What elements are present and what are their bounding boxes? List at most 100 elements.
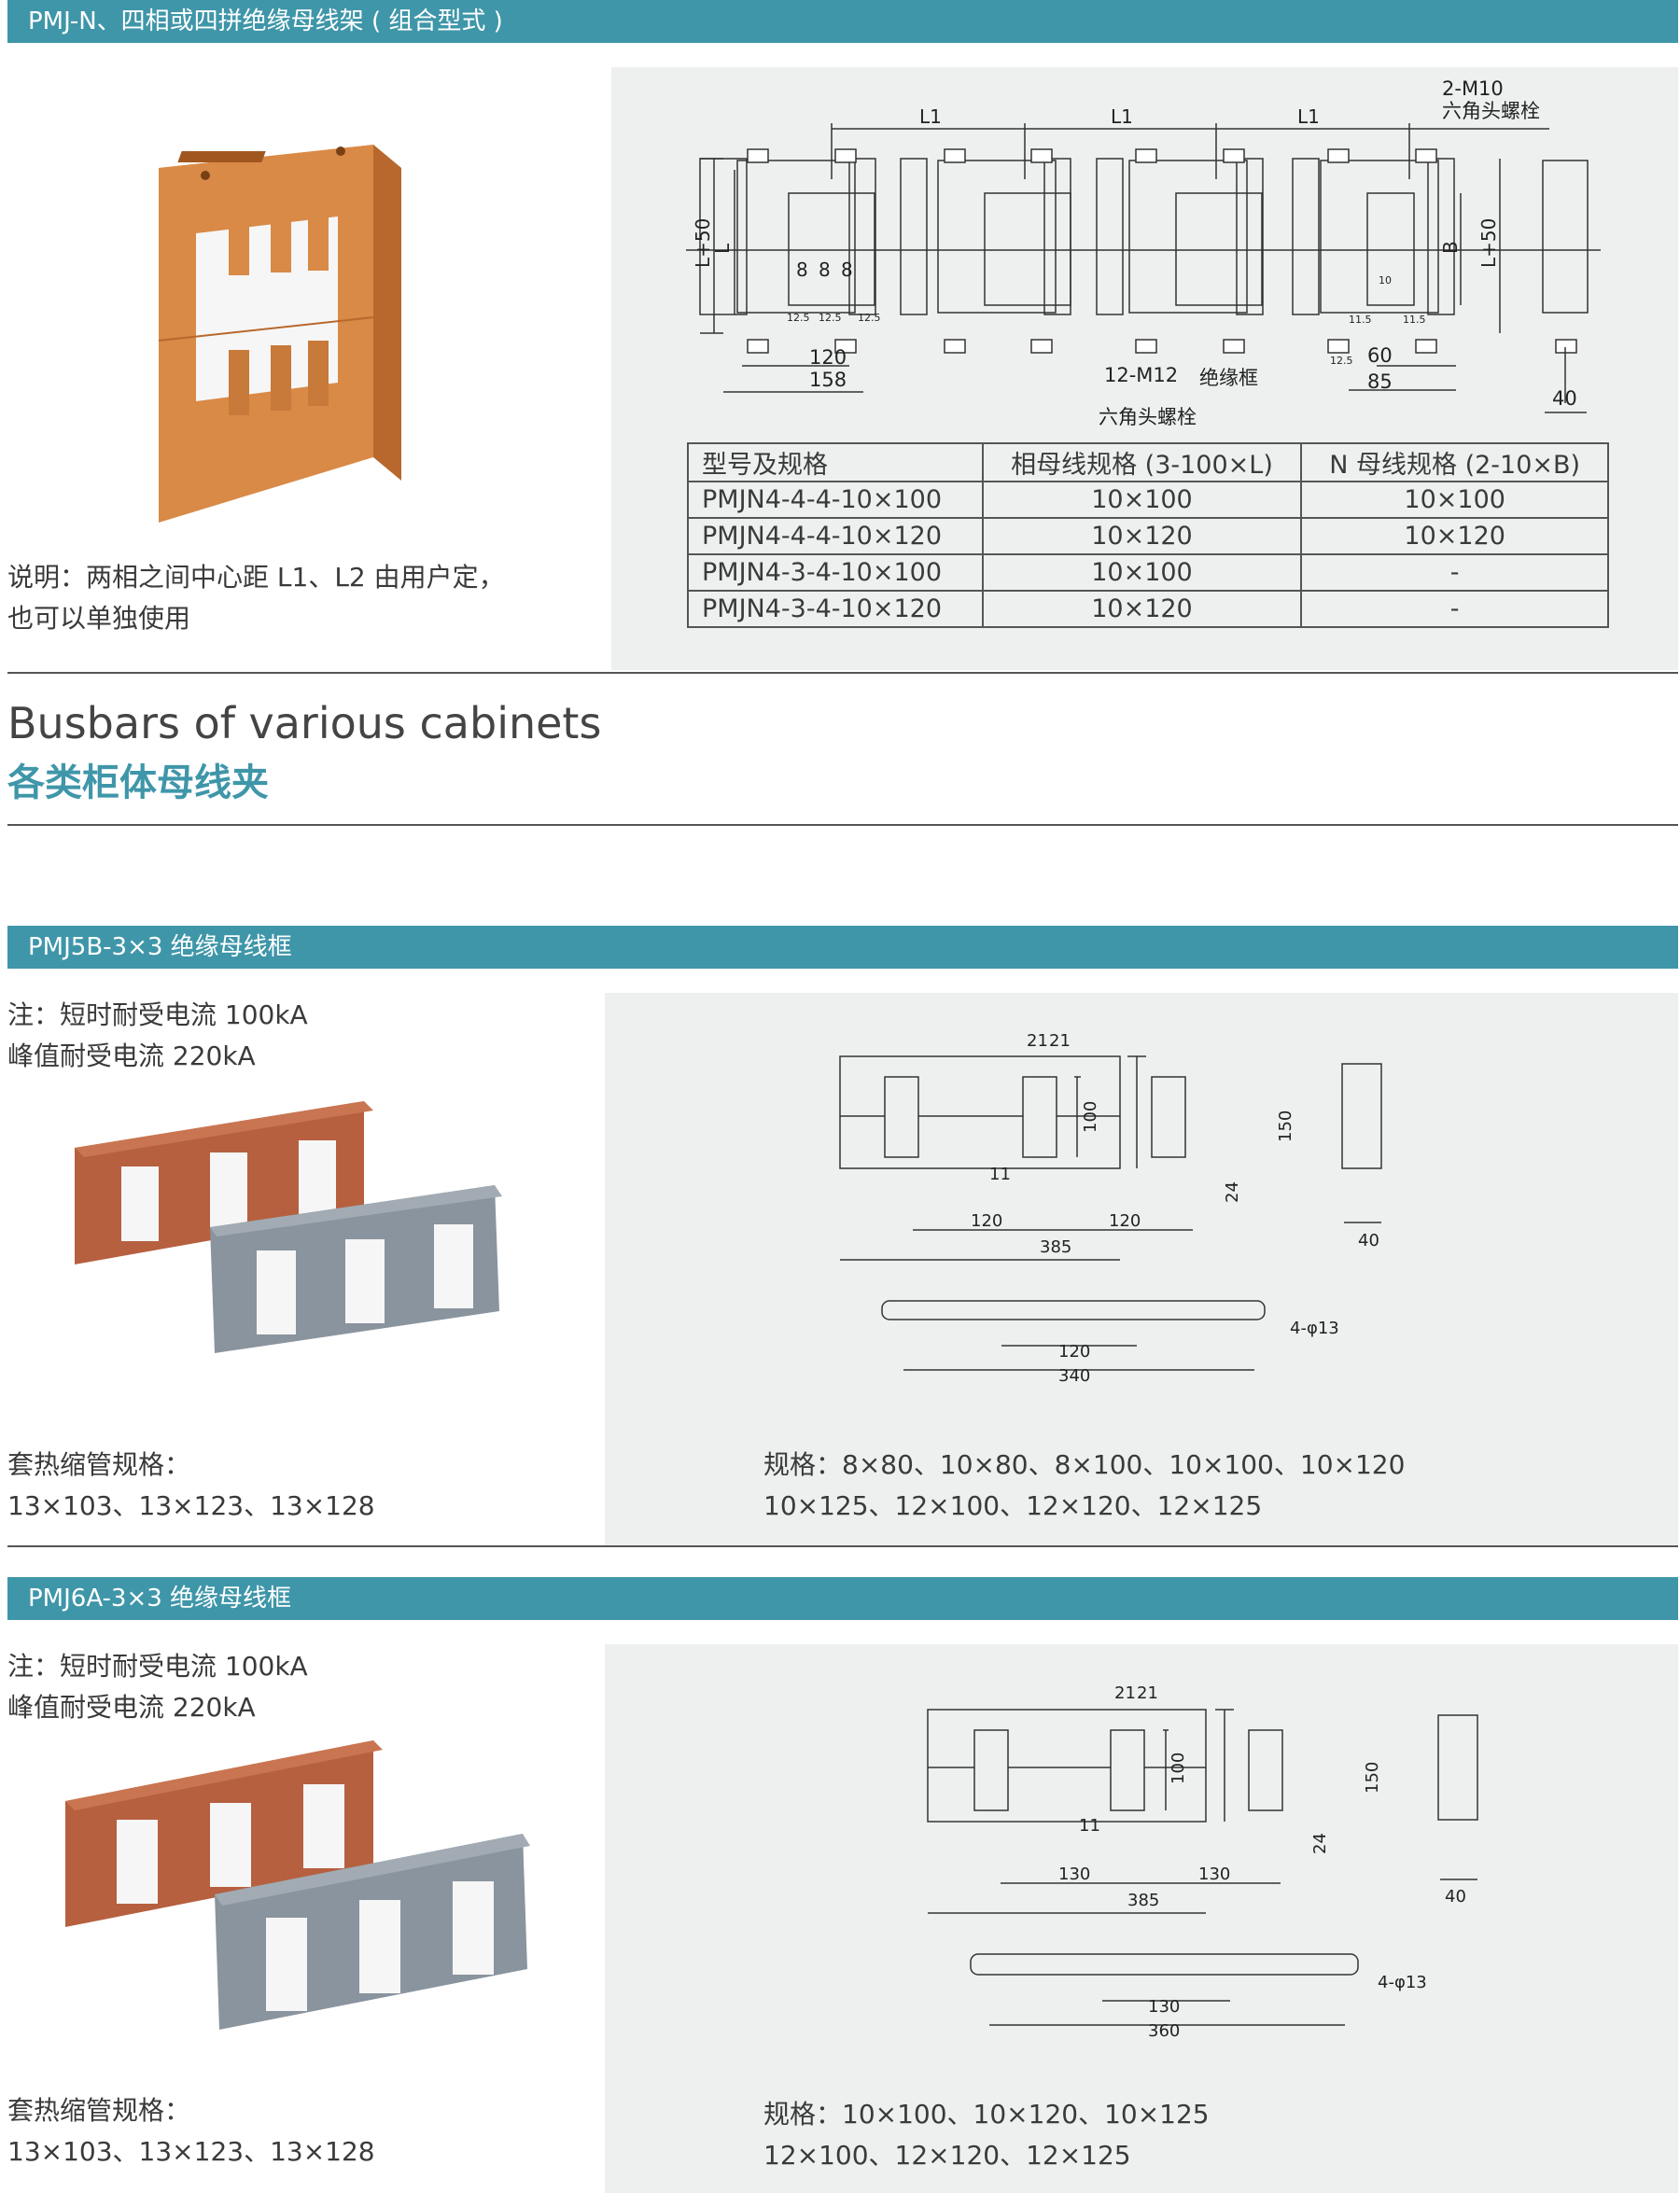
dim-24: 24 (1310, 1833, 1330, 1854)
dim-l-left: L (711, 243, 734, 254)
table-row: PMJN4-3-4-10×100 10×100 - (687, 553, 1609, 592)
dim-8-c: 8 (841, 258, 853, 281)
divider-3 (7, 1545, 1678, 1547)
label-holes: 4-φ13 (1290, 1319, 1339, 1338)
dim-120: 120 (809, 346, 847, 369)
section3-spec-line2: 12×100、12×120、12×125 (763, 2140, 1131, 2171)
table-header-row: 型号及规格 相母线规格 (3-100×L) N 母线规格 (2-10×B) (687, 442, 1609, 482)
label-insulation-frame: 绝缘框 (1199, 367, 1258, 389)
dim-hole-pitch: 130 (1148, 1997, 1180, 2017)
dim-85: 85 (1367, 370, 1393, 393)
drawing-pmj-n-labels: L1 L1 L1 2-M10 六角头螺栓 L+50 L B L+50 8 8 8… (692, 77, 1577, 428)
section2-note-line2: 峰值耐受电流 220kA (7, 1041, 256, 1071)
dim-l1-b: L1 (1111, 105, 1133, 128)
section2-sleeve-line2: 13×103、13×123、13×128 (7, 1490, 375, 1521)
table-header-cell: N 母线规格 (2-10×B) (1300, 442, 1609, 482)
dim-l1-a: L1 (919, 105, 942, 128)
table-cell: 10×100 (981, 481, 1303, 519)
dim-10: 10 (1379, 274, 1392, 286)
dim-l1-c: L1 (1297, 105, 1320, 128)
section2-sleeve-line1: 套热缩管规格： (7, 1449, 191, 1480)
table-cell: 10×120 (1300, 517, 1609, 555)
label-m10-b: 六角头螺栓 (1442, 100, 1540, 122)
dim-150: 150 (1276, 1110, 1295, 1142)
dim-21-a: 21 (1114, 1683, 1136, 1703)
table-row: PMJN4-4-4-10×120 10×120 10×120 (687, 517, 1609, 555)
section-title-pmj6a: PMJ6A-3×3 绝缘母线框 (7, 1577, 1678, 1620)
dim-100: 100 (1081, 1101, 1100, 1133)
table-header-cell: 型号及规格 (687, 442, 984, 482)
dim-11: 11 (989, 1165, 1011, 1184)
product-image-orange-frame (158, 145, 401, 523)
section3-note-line2: 峰值耐受电流 220kA (7, 1692, 256, 1723)
dim-12-5-a: 12.5 (787, 312, 810, 324)
table-cell: 10×120 (981, 590, 1303, 628)
heading-en: Busbars of various cabinets (7, 698, 602, 748)
section1-note-line2: 也可以单独使用 (7, 603, 191, 634)
section-title-pmj5b: PMJ5B-3×3 绝缘母线框 (7, 926, 1678, 969)
table-cell: - (1300, 590, 1609, 628)
spec-table-pmj-n: 型号及规格 相母线规格 (3-100×L) N 母线规格 (2-10×B) PM… (687, 442, 1609, 628)
dim-8-a: 8 (796, 258, 808, 281)
dim-100: 100 (1169, 1753, 1188, 1784)
label-m12-b: 六角头螺栓 (1099, 406, 1197, 428)
table-cell: PMJN4-4-4-10×100 (687, 481, 984, 519)
drawing-pmj5b (839, 1055, 1382, 1371)
section3-note-line1: 注：短时耐受电流 100kA (7, 1651, 308, 1682)
section3-spec-line1: 规格：10×100、10×120、10×125 (763, 2099, 1210, 2130)
dim-l-plus-50-right: L+50 (1477, 218, 1500, 268)
table-cell: PMJN4-3-4-10×120 (687, 590, 984, 628)
dim-8-b: 8 (819, 258, 831, 281)
table-header-cell: 相母线规格 (3-100×L) (981, 442, 1303, 482)
table-cell: PMJN4-3-4-10×100 (687, 553, 984, 592)
dim-depth: 40 (1358, 1231, 1379, 1250)
dim-21-a: 21 (1027, 1031, 1048, 1051)
dim-12-5-c: 12.5 (858, 312, 881, 324)
drawing-pmj-n (686, 123, 1601, 413)
section3-sleeve-line1: 套热缩管规格： (7, 2095, 191, 2126)
dim-21-b: 21 (1137, 1683, 1158, 1703)
section-title-pmj-n: PMJ-N、四相或四拼绝缘母线架 ( 组合型式 ) (7, 0, 1678, 43)
dim-hole-total: 340 (1058, 1366, 1090, 1386)
dim-pitch-b: 120 (1109, 1211, 1141, 1231)
dim-150: 150 (1363, 1762, 1382, 1794)
table-cell: - (1300, 553, 1609, 592)
heading-zh: 各类柜体母线夹 (7, 761, 269, 804)
dim-11-5-b: 11.5 (1403, 314, 1426, 326)
dim-total: 385 (1040, 1237, 1071, 1257)
product-image-pmj6a (65, 1740, 530, 2030)
divider-1 (7, 672, 1678, 674)
section2-spec-line2: 10×125、12×100、12×120、12×125 (763, 1490, 1263, 1521)
dim-11-5-a: 11.5 (1349, 314, 1372, 326)
dim-pitch-b: 130 (1198, 1865, 1230, 1884)
table-cell: 10×120 (981, 517, 1303, 555)
dim-24: 24 (1223, 1181, 1242, 1203)
drawing-pmj6a-labels: 21 21 100 150 11 24 130 130 385 40 4-φ13… (1058, 1683, 1466, 2041)
drawing-pmj5b-labels: 21 21 100 150 11 24 120 120 385 40 4-φ13… (971, 1031, 1379, 1386)
dim-12-5-d: 12.5 (1330, 355, 1353, 367)
label-holes: 4-φ13 (1378, 1973, 1427, 1992)
label-m12-a: 12-M12 (1104, 364, 1178, 386)
label-m10-a: 2-M10 (1442, 77, 1504, 100)
table-row: PMJN4-4-4-10×100 10×100 10×100 (687, 481, 1609, 519)
table-row: PMJN4-3-4-10×120 10×120 - (687, 590, 1609, 628)
dim-11: 11 (1079, 1816, 1100, 1836)
dim-b: B (1439, 241, 1462, 254)
dim-21-b: 21 (1049, 1031, 1071, 1051)
dim-hole-total: 360 (1148, 2021, 1180, 2041)
table-cell: 10×100 (1300, 481, 1609, 519)
dim-depth: 40 (1445, 1887, 1466, 1907)
dim-total: 385 (1127, 1891, 1159, 1910)
dim-40: 40 (1552, 387, 1577, 410)
dim-158: 158 (809, 369, 847, 391)
section2-note-line1: 注：短时耐受电流 100kA (7, 999, 308, 1030)
section2-spec-line1: 规格：8×80、10×80、8×100、10×100、10×120 (763, 1449, 1406, 1480)
dim-l-plus-50-left: L+50 (692, 218, 714, 268)
product-image-pmj5b (75, 1101, 502, 1353)
dim-12-5-b: 12.5 (819, 312, 842, 324)
section3-sleeve-line2: 13×103、13×123、13×128 (7, 2136, 375, 2167)
drawing-pmj6a (927, 1709, 1478, 2026)
dim-pitch-a: 130 (1058, 1865, 1090, 1884)
table-cell: 10×100 (981, 553, 1303, 592)
divider-2 (7, 824, 1678, 826)
